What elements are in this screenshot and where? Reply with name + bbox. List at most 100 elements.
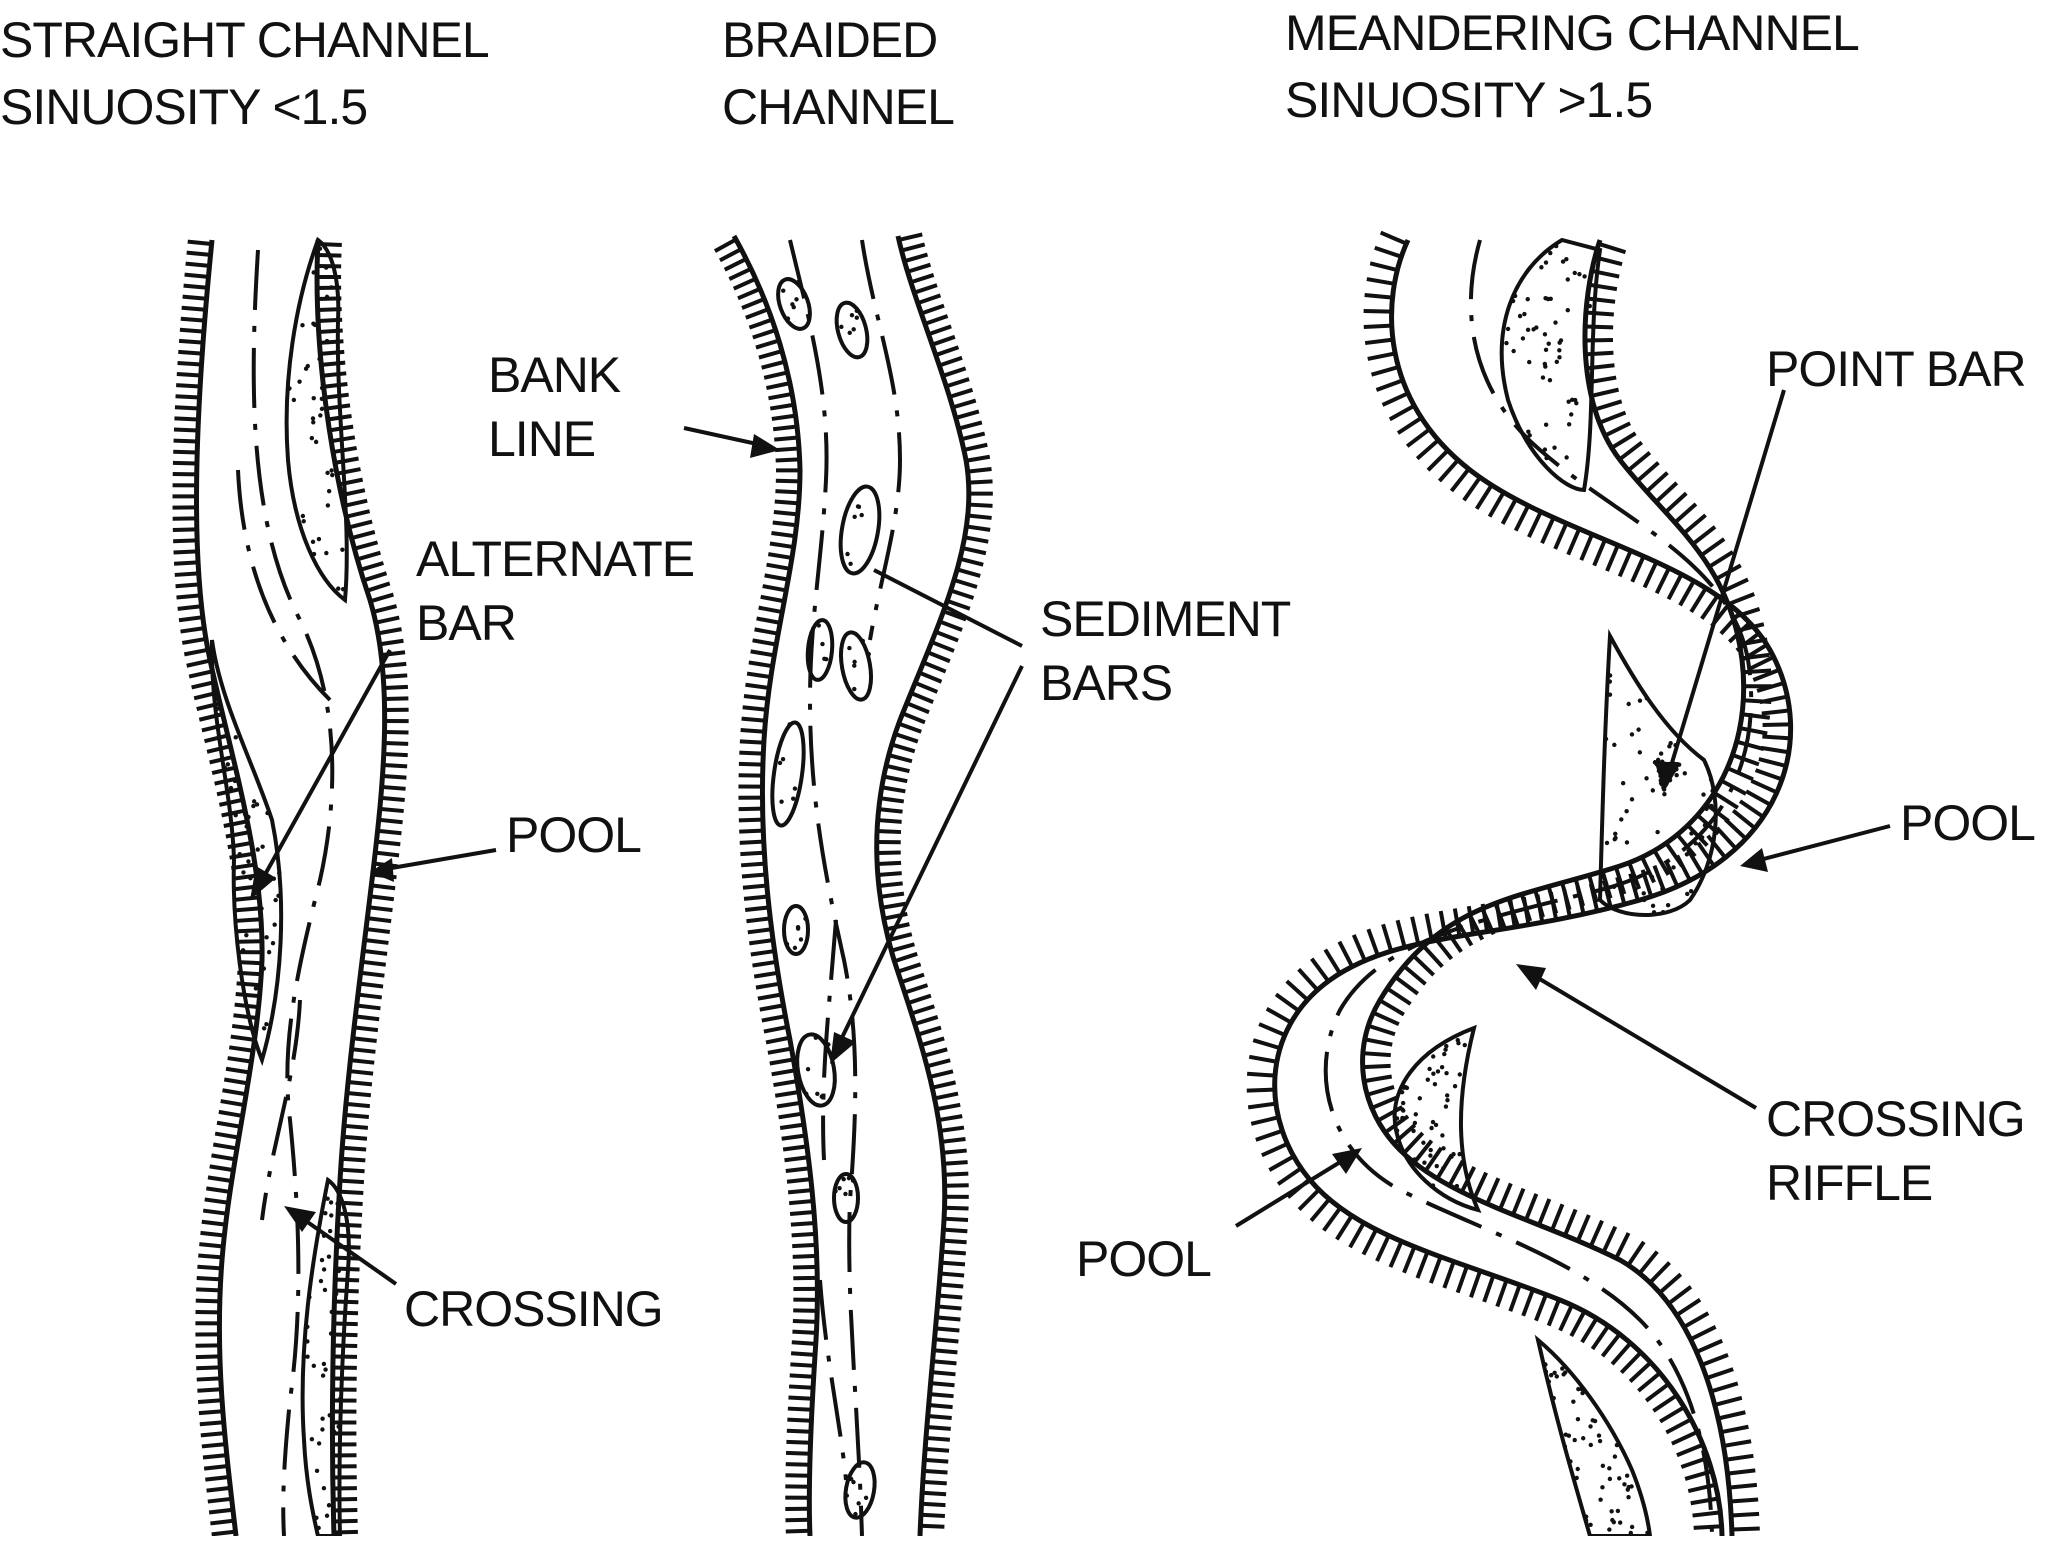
bank-hatch-tick (1311, 1199, 1329, 1220)
bank-hatch-tick (318, 244, 342, 245)
stipple-dot (1548, 251, 1552, 255)
crossing-riffle-leader (1528, 972, 1756, 1108)
bank-hatch-tick (764, 1027, 788, 1032)
bank-hatch-tick (1653, 1395, 1676, 1411)
bank-hatch-tick (174, 430, 198, 431)
bank-hatch-tick (1620, 442, 1642, 459)
stipple-dot (804, 1092, 808, 1096)
stipple-dot (1564, 1432, 1568, 1436)
bank-hatch-tick (1431, 1257, 1441, 1283)
bank-hatch-tick (904, 255, 927, 262)
stipple-dot (252, 799, 256, 803)
bank-hatch-tick (936, 632, 958, 641)
bank-hatch-tick (930, 1394, 954, 1396)
bank-hatch-tick (208, 1177, 232, 1181)
stipple-dot (1584, 1518, 1588, 1522)
bank-hatch-tick (1549, 1300, 1559, 1326)
bank-hatch-tick (1565, 1210, 1576, 1236)
bank-hatch-tick (760, 1005, 784, 1009)
bank-hatch-tick (768, 394, 792, 398)
stipple-dot (272, 923, 276, 927)
stipple-dot (1458, 1072, 1462, 1076)
bank-hatch-tick (226, 1069, 250, 1073)
bank-hatch-tick (207, 1488, 231, 1491)
bank-hatch-tick (882, 904, 906, 908)
bank-hatch-tick (1542, 518, 1554, 544)
stipple-dot (1421, 1141, 1425, 1145)
bank-hatch-tick (924, 1471, 948, 1473)
stipple-dot (302, 1355, 306, 1359)
bank-hatch-tick (792, 1245, 816, 1246)
bank-hatch-tick (1620, 551, 1631, 577)
bank-hatch-tick (1417, 1252, 1427, 1278)
bank-hatch-tick (772, 1070, 796, 1074)
stipple-dot (1444, 1104, 1448, 1108)
stipple-dot (305, 1339, 309, 1343)
crossing-riffle-label-line2: RIFFLE (1766, 1155, 1932, 1211)
bank-hatch-tick (903, 713, 925, 722)
stipple-dot (241, 870, 245, 874)
stipple-dot (329, 1200, 333, 1204)
bank-hatch-tick (1363, 1053, 1391, 1055)
straight-pool-leader (380, 850, 496, 870)
bank-hatch-tick (337, 1236, 361, 1237)
bank-hatch-tick (918, 1028, 941, 1035)
bank-hatch-tick (752, 962, 776, 966)
bank-hatch-tick (739, 820, 763, 821)
bank-hatch-tick (380, 641, 404, 645)
stipple-dot (1605, 841, 1609, 845)
bank-hatch-tick (1725, 820, 1745, 839)
bank-hatch-tick (1376, 380, 1402, 390)
straight-title-line1: STRAIGHT CHANNEL (0, 12, 489, 68)
bank-hatch-tick (933, 1361, 957, 1363)
stipple-dot (323, 1367, 327, 1371)
stipple-dot (1612, 743, 1616, 747)
stipple-dot (861, 639, 865, 643)
stipple-dot (297, 379, 301, 383)
bank-hatch-tick (907, 703, 929, 712)
stipple-dot (273, 898, 277, 902)
stipple-dot (1436, 1069, 1440, 1073)
stipple-dot (1588, 1523, 1592, 1527)
bank-hatch-tick (940, 1274, 964, 1276)
bank-hatch-tick (892, 745, 915, 752)
stipple-dot (325, 1514, 329, 1518)
bank-hatch-tick (1262, 1144, 1288, 1156)
bank-hatch-tick (1743, 670, 1771, 672)
straight-pool-label: POOL (370, 807, 641, 882)
bank-hatch-tick (367, 583, 390, 590)
bank-hatch-tick (746, 309, 768, 317)
bank-hatch-tick (966, 526, 990, 529)
stipple-dot (276, 894, 280, 898)
bank-hatch-tick (790, 1375, 814, 1376)
bank-hatch-tick (1582, 1318, 1597, 1342)
bank-hatch-tick (768, 554, 792, 558)
stipple-dot (815, 1092, 819, 1096)
stipple-dot (1547, 341, 1551, 345)
stipple-dot (1511, 299, 1515, 303)
bank-hatch-tick (770, 544, 794, 548)
stipple-dot (1433, 1082, 1437, 1086)
sediment-bars-leader-2 (836, 666, 1022, 1050)
bank-hatch-tick (768, 1049, 792, 1053)
bank-hatch-tick (1693, 1512, 1721, 1515)
bank-hatch-tick (1607, 545, 1618, 571)
bank-hatch-tick (1568, 529, 1579, 555)
bank-hatch-tick (786, 1531, 810, 1532)
bank-hatch-tick (920, 1526, 944, 1527)
bank-hatch-tick (333, 1335, 357, 1336)
bank-hatch-tick (756, 984, 780, 988)
meander-pool-right-arrow (1740, 848, 1768, 872)
bank-hatch-tick (175, 573, 199, 575)
stipple-dot (256, 847, 260, 851)
bank-hatch-tick (343, 1137, 367, 1139)
bank-hatch-tick (914, 285, 937, 293)
meander-pool-right-text: POOL (1900, 795, 2035, 851)
bank-hatch-tick (1363, 1066, 1391, 1067)
bank-hatch-tick (764, 372, 787, 377)
stipple-dot (1582, 274, 1586, 278)
bank-hatch-tick (1701, 539, 1724, 555)
stipple-dot (327, 489, 331, 493)
